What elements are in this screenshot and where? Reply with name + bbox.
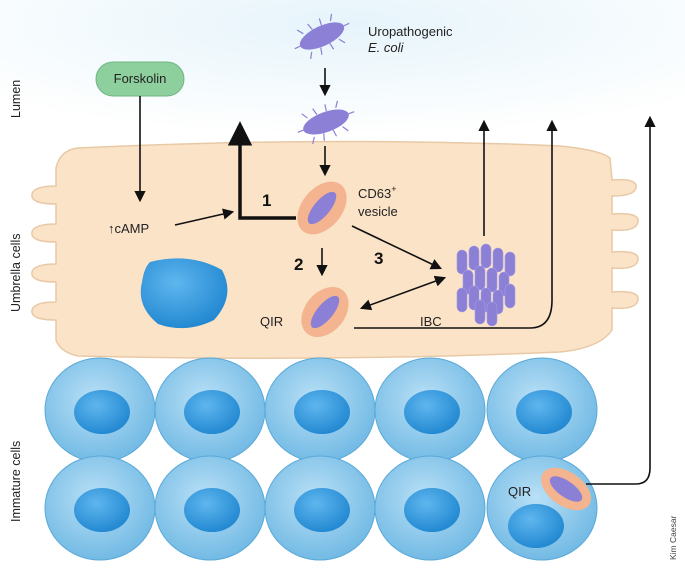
pathway-1-label: 1 — [262, 191, 271, 210]
immature-nucleus — [184, 390, 240, 434]
pathway-2-label: 2 — [294, 255, 303, 274]
immature-nucleus — [74, 488, 130, 532]
bacteria-label-line2: E. coli — [368, 40, 405, 55]
lumen-label: Lumen — [9, 80, 23, 118]
ibc-bacterium — [504, 283, 516, 309]
arrow-qir-ibc — [359, 275, 447, 311]
bacterium-icon — [294, 13, 350, 60]
ibc-bacterium — [480, 243, 492, 269]
immature-nucleus — [294, 390, 350, 434]
ibc-bacterium — [456, 249, 468, 275]
forskolin-label: Forskolin — [114, 71, 167, 86]
ibc-cluster — [456, 243, 516, 327]
ibc-bacterium — [492, 247, 504, 273]
ibc-label: IBC — [420, 314, 442, 329]
umbrella-cells-label: Umbrella cells — [9, 234, 23, 313]
cd63-label: CD63+ — [358, 184, 397, 201]
ibc-bacterium — [486, 301, 498, 327]
ibc-bacterium — [468, 245, 480, 271]
immature-nucleus — [74, 390, 130, 434]
ibc-bacterium — [504, 251, 516, 277]
artist-credit: Kim Caesar — [668, 515, 678, 560]
immature-nucleus — [404, 488, 460, 532]
immature-nucleus — [294, 488, 350, 532]
ibc-bacterium — [474, 299, 486, 325]
immature-cells — [44, 357, 598, 561]
immature-nucleus — [404, 390, 460, 434]
bacterium-attached-icon — [297, 100, 355, 145]
qir-immature-label: QIR — [508, 484, 531, 499]
arrow-immature-qir-efflux — [586, 115, 656, 485]
arrow-qir-efflux — [354, 119, 558, 329]
cd63-vesicle — [297, 181, 347, 235]
immature-nucleus — [508, 504, 564, 548]
qir-immature — [541, 467, 591, 511]
immature-nucleus — [184, 488, 240, 532]
qir-umbrella — [301, 286, 349, 338]
arrow-pathway-1-exocytosis — [227, 121, 296, 220]
ibc-bacterium — [474, 265, 486, 291]
immature-nucleus — [516, 390, 572, 434]
pathway-3-label: 3 — [374, 249, 383, 268]
arrow-camp-pathway — [174, 208, 235, 226]
bacteria-label-line1: Uropathogenic — [368, 24, 453, 39]
ibc-bacterium — [456, 287, 468, 313]
immature-cells-label: Immature cells — [9, 441, 23, 522]
umbrella-nucleus — [140, 258, 228, 329]
arrow-pathway-3 — [351, 225, 443, 270]
qir-umbrella-label: QIR — [260, 314, 283, 329]
ibc-bacterium — [486, 267, 498, 293]
camp-label: ↑cAMP — [108, 221, 149, 236]
vesicle-label: vesicle — [358, 204, 398, 219]
